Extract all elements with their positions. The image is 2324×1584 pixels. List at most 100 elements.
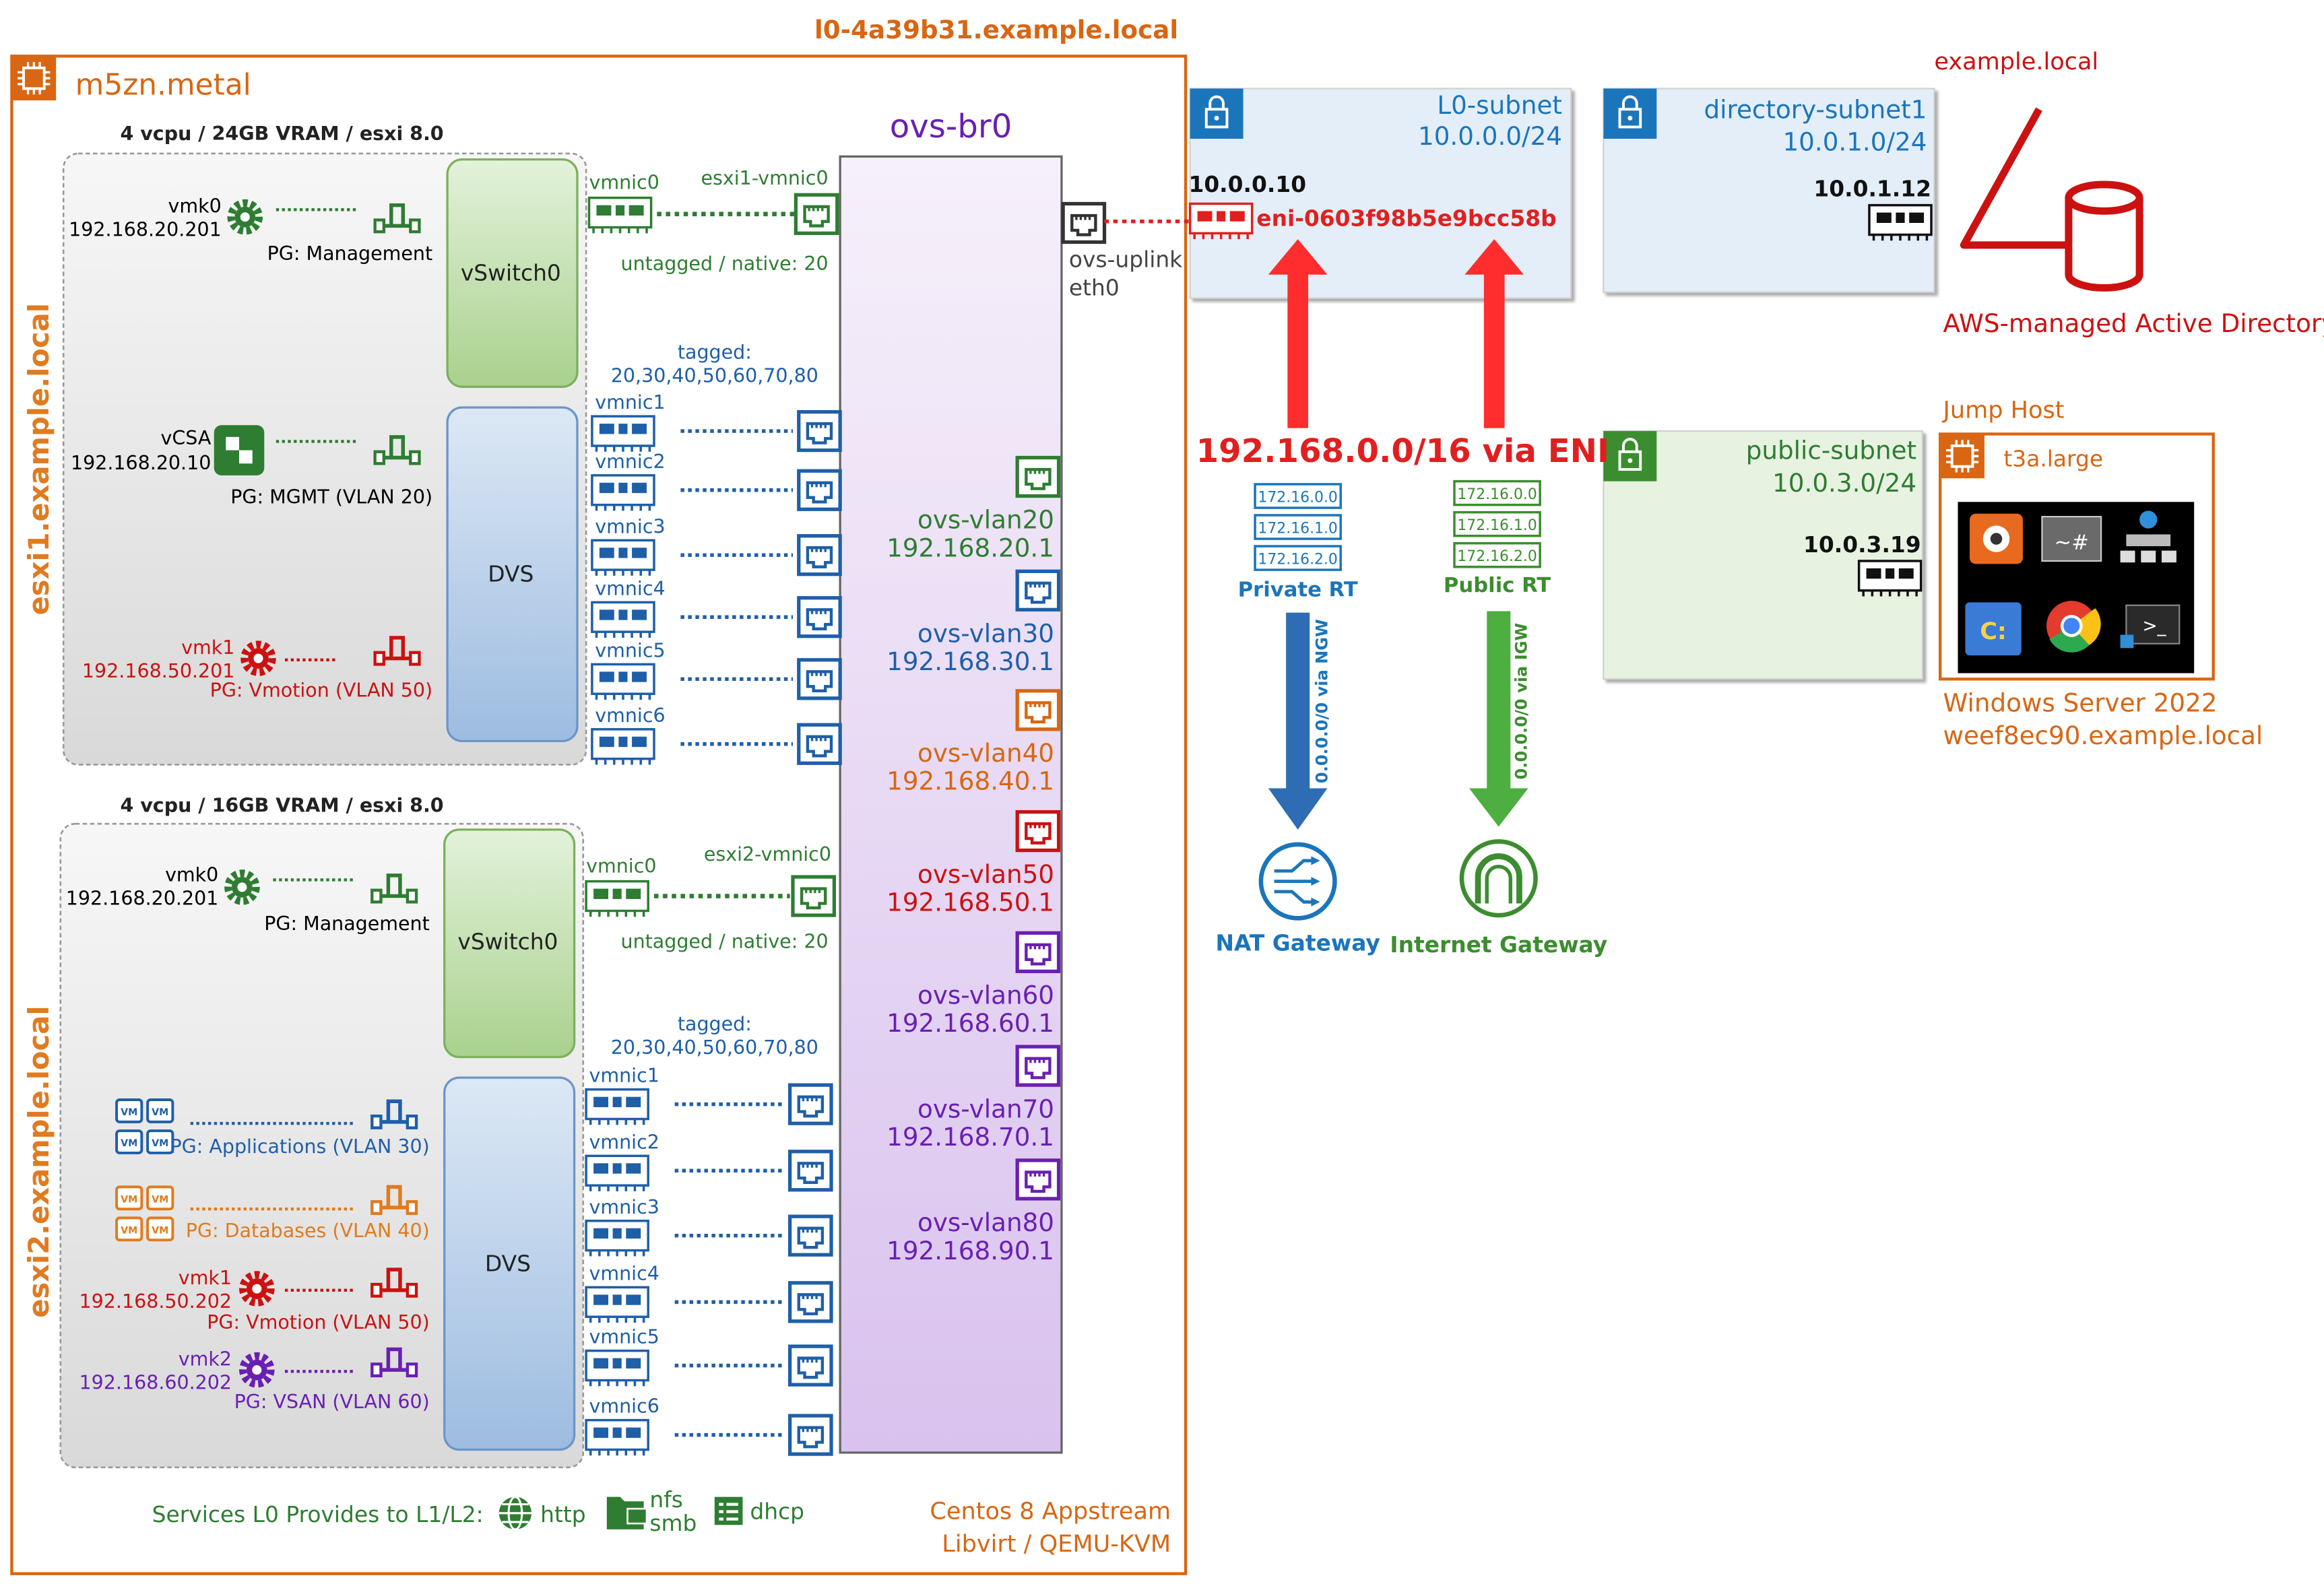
esxi1-vswitch0 [446, 158, 579, 388]
public-nic-icon [1857, 560, 1923, 598]
svg-text:~#: ~# [2055, 531, 2089, 554]
terminal-icon: ~# [2041, 516, 2102, 562]
route-entry [1254, 545, 1342, 571]
esxi2-pg-applications: PG: Applications (VLAN 30) [170, 1135, 429, 1158]
trunk-port-icon [790, 1216, 831, 1255]
esxi1-tagged-vlans: 20,30,40,50,60,70,80 [611, 365, 818, 387]
esxi2-pg-vmotion: PG: Vmotion (VLAN 50) [207, 1311, 430, 1333]
instance-type: m5zn.metal [75, 67, 251, 102]
esxi2-vmnic0-icon [585, 880, 649, 918]
vmnic-label: vmnic5 [589, 1326, 659, 1348]
vmnic-label: vmnic2 [589, 1131, 659, 1153]
route-entry-label: 172.16.0.0 [1457, 486, 1537, 503]
directory-subnet [1603, 88, 1935, 294]
esxi1-vmnic0-icon [587, 196, 653, 235]
jump-host-os: Windows Server 2022 [1943, 688, 2218, 718]
esxi2-tagged-vlans: 20,30,40,50,60,70,80 [611, 1036, 818, 1059]
esxi1-name: esxi1.example.local [22, 303, 55, 615]
nat-gateway-icon [1258, 842, 1337, 921]
ovs-uplink-eth: eth0 [1069, 274, 1120, 300]
route-entry [1453, 480, 1541, 506]
ovs-vlan-name: ovs-vlan50 [917, 859, 1054, 889]
public-subnet-name: public-subnet [1746, 436, 1916, 465]
ovs-uplink-label: ovs-uplink [1069, 246, 1182, 273]
esxi2-name: esxi2.example.local [22, 1005, 55, 1317]
trunk-port-icon [790, 1416, 831, 1454]
public-default-route: 0.0.0.0/0 via IGW [1512, 623, 1530, 780]
l0-subnet-name: L0-subnet [1437, 90, 1562, 120]
esxi1-tagged-label: tagged: [678, 341, 752, 364]
ovs-vlan-ip: 192.168.70.1 [886, 1122, 1054, 1152]
ovs-vlan-name: ovs-vlan30 [917, 619, 1054, 649]
trunk-port-icon [799, 725, 840, 763]
esxi1-vcsa-ip: 192.168.20.10 [71, 452, 211, 474]
route-entry-label: 172.16.0.0 [1258, 489, 1337, 506]
trunk-port-icon [790, 1085, 831, 1123]
vmnic-label: vmnic1 [595, 391, 665, 414]
ovs-vlan-ip: 192.168.90.1 [886, 1236, 1054, 1265]
ovs-vlan-name: ovs-vlan80 [917, 1208, 1054, 1237]
services-label: Services L0 Provides to L1/L2: [152, 1501, 484, 1527]
directory-service-icon [1960, 107, 2143, 292]
chrome-icon [2046, 601, 2101, 653]
esxi2-vswitch0-label: vSwitch0 [457, 928, 558, 954]
esxi1-vmnic0-label: vmnic0 [589, 172, 659, 194]
vmnic-icon [591, 728, 655, 766]
internet-gateway-label: Internet Gateway [1390, 931, 1607, 958]
jump-host-fqdn: weef8ec90.example.local [1943, 721, 2263, 750]
directory-subnet-ip: 10.0.1.12 [1813, 176, 1931, 202]
route-entry [1453, 510, 1541, 537]
vmnic-icon [591, 601, 655, 639]
esxi1-pg-management: PG: Management [267, 242, 433, 265]
ad-label: AWS-managed Active Directory [1943, 308, 2324, 338]
lock-icon [1188, 87, 1245, 141]
esxi1-uplink-port-icon [796, 195, 837, 233]
ovs-vlan-ip: 192.168.30.1 [886, 647, 1054, 676]
service-dhcp: dhcp [750, 1498, 804, 1525]
route-entry [1254, 514, 1342, 540]
vmnic-icon [585, 1286, 649, 1324]
service-http: http [540, 1501, 585, 1527]
ovs-vlan-name: ovs-vlan70 [917, 1094, 1054, 1123]
trunk-port-icon [790, 1283, 831, 1321]
esxi2-pg-vsan: PG: VSAN (VLAN 60) [234, 1391, 430, 1413]
service-smb: smb [649, 1510, 697, 1536]
globe-icon [498, 1496, 532, 1531]
ovs-vlan-port-icon [1017, 691, 1058, 729]
public-route-table: 172.16.0.0 172.16.1.0 172.16.2.0 [1453, 480, 1541, 568]
ovs-vlan-port-icon [1017, 1047, 1058, 1085]
route-entry [1453, 541, 1541, 568]
esxi2-uplink-label: esxi2-vmnic0 [704, 843, 831, 865]
vmnic-label: vmnic5 [595, 639, 665, 661]
vmnic-icon [591, 539, 655, 577]
vmnic-icon [585, 1418, 649, 1457]
ovs-vlan-port-icon [1017, 812, 1058, 851]
host-hypervisor: Libvirt / QEMU-KVM [942, 1530, 1171, 1558]
vmnic-label: vmnic3 [595, 515, 665, 537]
ad-domain: example.local [1934, 48, 2098, 75]
esxi1-dvs-label: DVS [488, 561, 534, 587]
esxi2-vmk1-ip: 192.168.50.202 [79, 1290, 232, 1313]
vmnic-label: vmnic3 [589, 1196, 659, 1218]
vcsa-icon [214, 425, 265, 475]
app-ferret-icon [1970, 513, 2023, 564]
esxi2-dvs [443, 1076, 576, 1451]
trunk-port-icon [799, 598, 840, 636]
host-os: Centos 8 Appstream [930, 1498, 1171, 1525]
jump-host-type: t3a.large [2003, 446, 2103, 472]
esxi2-vmnic0-label: vmnic0 [586, 855, 656, 877]
vmnic-label: vmnic6 [595, 704, 665, 727]
ovs-vlan-port-icon [1017, 1160, 1058, 1199]
route-arrow-private [1268, 239, 1328, 428]
route-entry-label: 172.16.1.0 [1457, 517, 1537, 534]
route-entry-label: 172.16.2.0 [1457, 548, 1537, 565]
nat-gateway-label: NAT Gateway [1216, 930, 1380, 956]
esxi2-pg-management: PG: Management [264, 913, 430, 935]
svg-text:>_: >_ [2142, 616, 2166, 636]
folder-share-icon [606, 1496, 648, 1529]
private-rt-label: Private RT [1238, 579, 1358, 602]
ovs-vlan-ip: 192.168.20.1 [886, 533, 1054, 562]
esxi2-dvs-label: DVS [485, 1250, 531, 1276]
trunk-port-icon [799, 660, 840, 698]
